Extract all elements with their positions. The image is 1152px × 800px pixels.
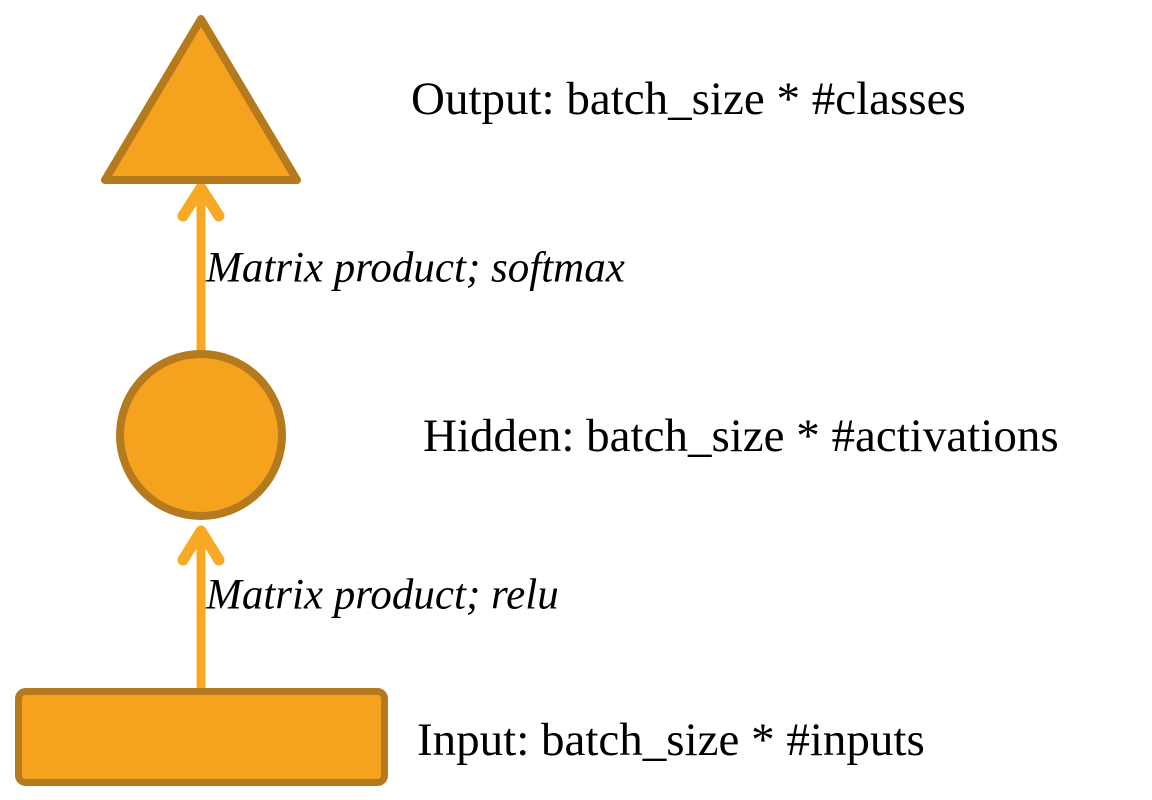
output-node-label: Output: batch_size * #classes [411, 73, 966, 126]
arrowhead-up-icon [177, 182, 225, 222]
edge-label-relu: Matrix product; relu [206, 571, 559, 619]
arrowhead-up-icon [177, 525, 225, 566]
input-node-label: Input: batch_size * #inputs [417, 714, 925, 767]
edge-hidden-to-output [177, 182, 225, 352]
output-triangle-shape [101, 15, 301, 184]
input-rectangle-shape [15, 688, 388, 786]
edge-label-softmax: Matrix product; softmax [206, 244, 625, 292]
edge-input-to-hidden [177, 525, 225, 688]
hidden-node-label: Hidden: batch_size * #activations [423, 410, 1059, 463]
hidden-circle-shape [116, 350, 286, 520]
